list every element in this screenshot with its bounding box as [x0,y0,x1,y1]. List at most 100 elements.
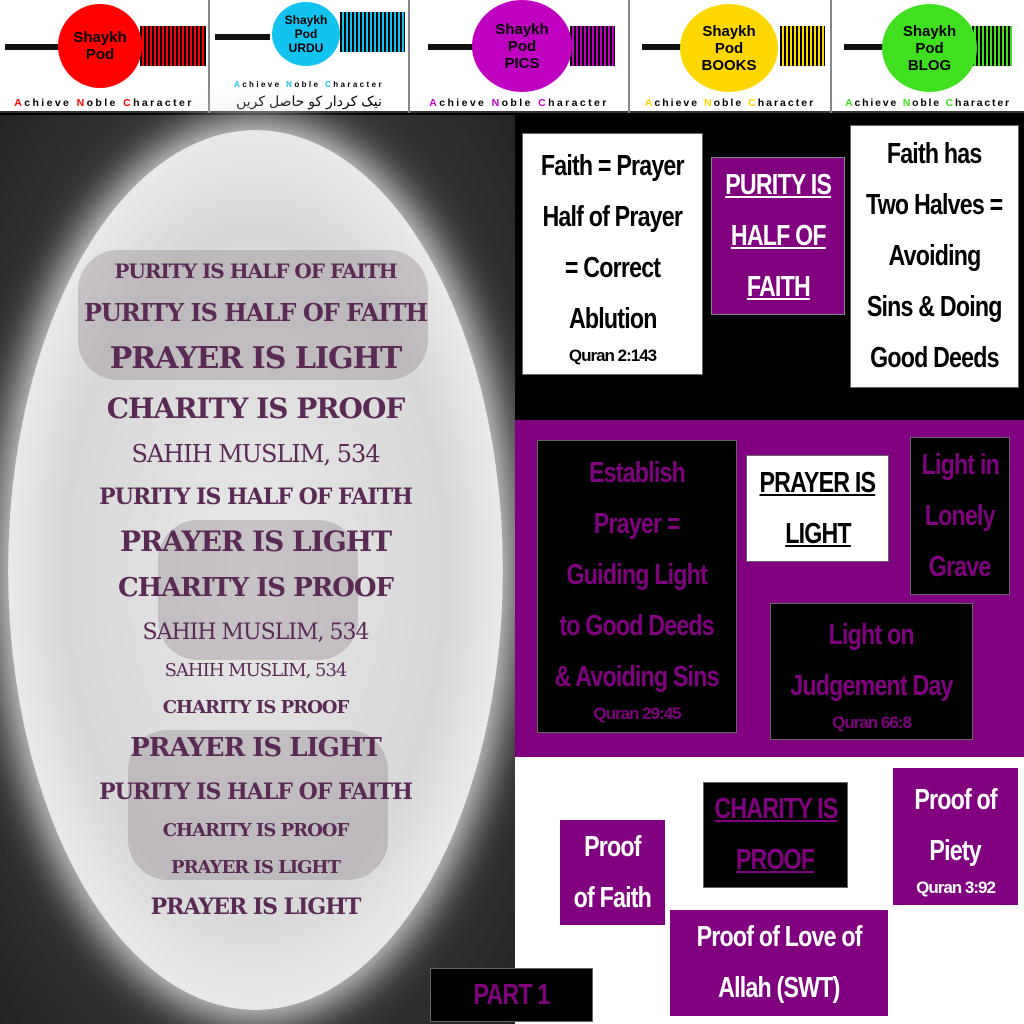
box-text: = Correct [564,252,661,284]
logo-text: Shaykh [73,29,127,46]
box-text: Proof [584,830,641,863]
logo-tagline: Achieve Noble Character [234,80,384,89]
box-text: PURITY IS [725,168,832,201]
box-text: Lonely [925,499,996,532]
box-text: Light on [828,618,915,651]
logo-tagline: Achieve Noble Character [429,97,609,109]
box-text: PART 1 [473,978,550,1011]
box-text: Good Deeds [870,342,999,374]
watermark-pod-lettering [158,520,358,660]
box-text: Proof of Love of [696,921,862,953]
urdu-tagline: نیک کردار کو حاصل کریں [236,93,382,109]
logo-text: Shaykh [495,20,549,38]
box-text: Half of Prayer [542,201,683,233]
sound-wave-icon [5,44,60,50]
logo-text: BLOG [907,56,952,74]
logo-text: Pod [507,37,537,55]
sound-wave-icon [340,12,405,52]
sound-wave-icon [428,44,473,50]
box-text: CHARITY IS [713,793,838,825]
box-text: & Avoiding Sins [554,661,720,693]
logo-text: Shaykh [902,22,957,40]
box-text: Prayer = [594,508,681,540]
wordcloud-word: PRAYER IS LIGHT [150,893,362,920]
box-text: LIGHT [784,517,851,550]
wordcloud-words: PURITY IS HALF OF FAITH PURITY IS HALF O… [8,260,503,920]
sound-wave-icon [140,26,206,66]
sound-wave-icon [844,44,884,50]
logo-text: Pod [714,39,744,57]
box-text: Faith has [887,138,982,170]
box-text: Piety [929,834,982,867]
part-label: PART 1 [430,968,593,1022]
logo-text: Pod [294,27,318,41]
box-text: HALF OF [730,219,827,252]
sound-wave-icon [972,26,1012,66]
proof-of-faith-box: Proof of Faith [560,820,665,925]
logo-text: BOOKS [701,56,757,74]
box-text: to Good Deeds [559,610,715,642]
box-text: FAITH [746,270,810,303]
watermark-blog-lettering [128,730,388,880]
logo-tagline: Achieve Noble Character [845,97,1011,109]
watermark-shaykh-lettering [78,250,428,380]
wordcloud-word: PRAYER IS LIGHT [109,341,402,377]
wordcloud-word: CHARITY IS PROOF [162,696,350,718]
wordcloud-disc: PURITY IS HALF OF FAITH PURITY IS HALF O… [8,130,503,1010]
wordcloud-word: PURITY IS HALF OF FAITH [114,259,397,283]
logo-tagline: Achieve Noble Character [644,97,816,109]
sound-wave-icon [215,34,270,40]
logo-text: URDU [288,41,324,55]
box-text: Guiding Light [566,559,708,591]
box-text: Faith = Prayer [541,150,685,182]
quran-ref: Quran 66:8 [832,712,912,732]
logo-text: Shaykh [702,22,756,40]
box-text: Sins & Doing [867,291,1003,323]
wordcloud-word: CHARITY IS PROOF [106,391,405,425]
sound-wave-icon [570,26,615,66]
wordcloud-word: PRAYER IS LIGHT [119,524,392,558]
logo-text: Pod [85,46,115,63]
wordcloud-word: PRAYER IS LIGHT [171,856,341,878]
box-text: Grave [929,550,992,583]
box-text: Establish [589,457,686,489]
wordcloud-word: PRAYER IS LIGHT [130,733,382,764]
quran-ref: Quran 3:92 [916,877,996,897]
logo-text: Pod [915,39,944,57]
wordcloud-word: PURITY IS HALF OF FAITH [99,483,413,510]
box-text: Avoiding [888,240,982,272]
wordcloud-word: SAHIH MUSLIM, 534 [131,440,380,469]
box-text: of Faith [573,881,652,914]
box-text: Light in [921,448,999,481]
wordcloud-word: CHARITY IS PROOF [162,820,350,842]
sound-wave-icon [642,44,682,50]
wordcloud-word: CHARITY IS PROOF [117,572,394,603]
logo-text: PICS [504,54,540,72]
wordcloud-word: SAHIH MUSLIM, 534 [142,619,370,645]
box-text: Two Halves = [866,189,1003,221]
wordcloud-panel: PURITY IS HALF OF FAITH PURITY IS HALF O… [0,115,515,1024]
sound-wave-icon [780,26,825,66]
box-text: Ablution [568,303,657,335]
wordcloud-word: PURITY IS HALF OF FAITH [83,297,428,327]
wordcloud-word: PURITY IS HALF OF FAITH [99,779,413,806]
logo-tagline: Achieve Noble Character [14,97,194,109]
